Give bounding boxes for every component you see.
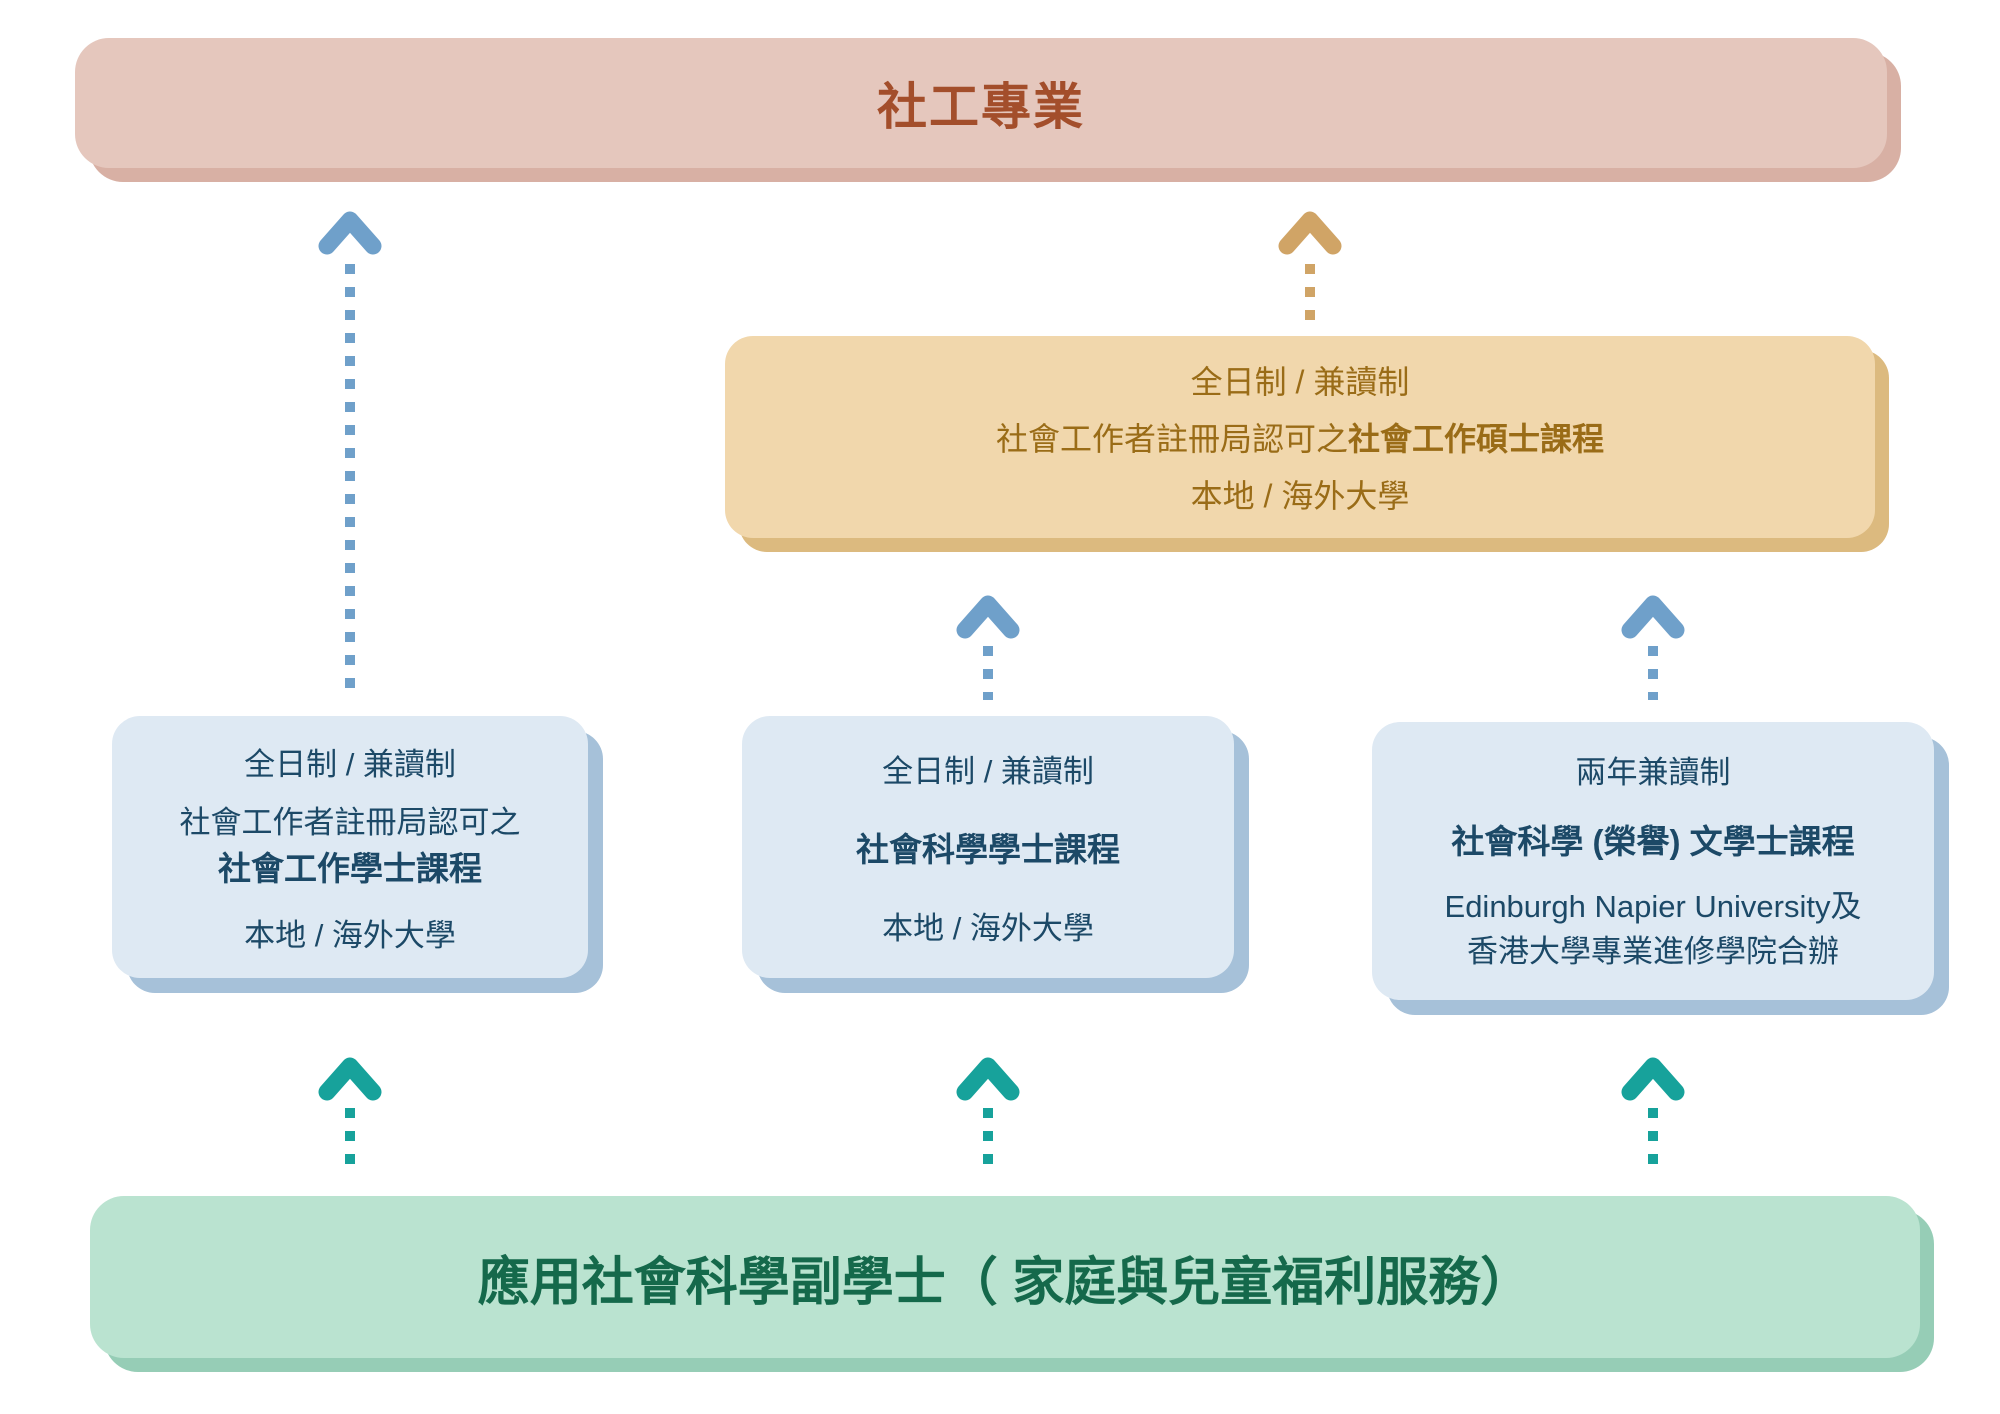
associate-degree-title: 應用社會科學副學士（ 家庭與兒童福利服務）	[477, 1253, 1533, 1312]
associate-degree-box: 應用社會科學副學士（ 家庭與兒童福利服務）	[90, 1196, 1920, 1358]
bachelor-soc-program-bold: 社會科學學士課程	[856, 831, 1120, 868]
bachelor-arts-provider-line1: Edinburgh Napier University及	[1444, 888, 1862, 924]
arrow-up-associate-to-socsc-bachelor-icon	[956, 1057, 1020, 1168]
arrow-up-arts-bachelor-to-master-icon	[1621, 595, 1685, 700]
arrow-up-master-to-profession-icon	[1278, 211, 1342, 330]
bachelor-sw-program-name: 社會工作者註冊局認可之 社會工作學士課程	[180, 801, 521, 894]
bachelor-arts-program-bold: 社會科學 (榮譽) 文學士課程	[1451, 822, 1855, 860]
profession-box: 社工專業	[75, 38, 1887, 168]
bachelor-sw-program-prefix: 社會工作者註冊局認可之	[179, 804, 521, 840]
bachelor-soc-mode-label: 全日制 / 兼讀制	[882, 754, 1094, 789]
bachelor-social-sciences-box: 全日制 / 兼讀制 社會科學學士課程 本地 / 海外大學	[742, 716, 1234, 978]
arrow-up-socsc-bachelor-to-master-icon	[956, 595, 1020, 700]
master-program-name: 社會工作者註冊局認可之社會工作碩士課程	[996, 414, 1604, 460]
arrow-up-associate-to-arts-bachelor-icon	[1621, 1057, 1685, 1168]
arrow-up-associate-to-sw-bachelor-icon	[318, 1057, 382, 1168]
bachelor-soc-provider-label: 本地 / 海外大學	[882, 911, 1094, 946]
bachelor-arts-provider-line2: 香港大學專業進修學院合辦	[1467, 933, 1839, 969]
bachelor-arts-mode-label: 兩年兼讀制	[1575, 755, 1731, 791]
bachelor-arts-honours-box: 兩年兼讀制 社會科學 (榮譽) 文學士課程 Edinburgh Napier U…	[1372, 722, 1934, 1000]
bachelor-sw-provider-label: 本地 / 海外大學	[244, 918, 456, 954]
arrow-up-sw-bachelor-to-profession-icon	[318, 211, 382, 688]
bachelor-sw-program-bold: 社會工作學士課程	[218, 850, 482, 888]
master-provider-label: 本地 / 海外大學	[1190, 477, 1410, 514]
master-program-bold: 社會工作碩士課程	[1348, 420, 1605, 457]
master-program-prefix: 社會工作者註冊局認可之	[995, 420, 1348, 457]
bachelor-sw-mode-label: 全日制 / 兼讀制	[244, 746, 456, 782]
bachelor-social-work-box: 全日制 / 兼讀制 社會工作者註冊局認可之 社會工作學士課程 本地 / 海外大學	[112, 716, 588, 978]
master-program-box: 全日制 / 兼讀制 社會工作者註冊局認可之社會工作碩士課程 本地 / 海外大學	[725, 336, 1875, 538]
profession-title: 社工專業	[877, 79, 1085, 135]
bachelor-arts-provider-label: Edinburgh Napier University及 香港大學專業進修學院合…	[1445, 885, 1862, 975]
master-mode-label: 全日制 / 兼讀制	[1190, 364, 1410, 401]
